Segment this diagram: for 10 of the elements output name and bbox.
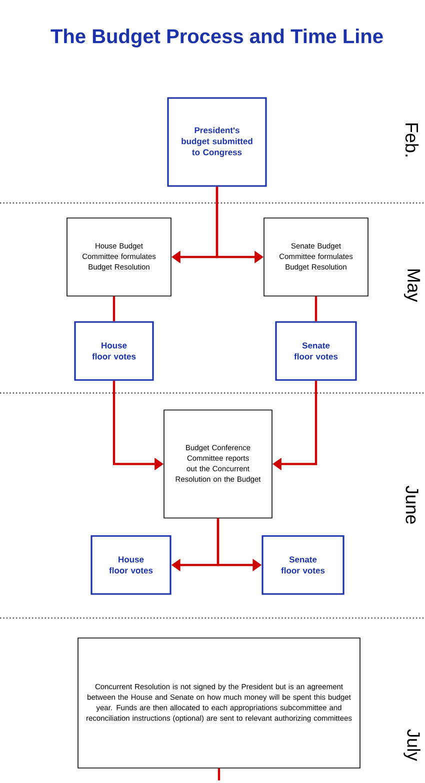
title: The Budget Process and Time Line	[50, 28, 383, 48]
vote-box: Senate floor votes	[275, 321, 357, 381]
vote-box: Senate floor votes	[262, 535, 344, 595]
vote-box: House floor votes	[90, 535, 172, 595]
month-label: May	[404, 269, 420, 302]
vote-box: House floor votes	[74, 321, 154, 381]
month-label: July	[404, 729, 420, 761]
process-box: President's budget submitted to Congress	[167, 97, 267, 187]
month-label: Feb.	[405, 123, 419, 156]
month-label: June	[406, 486, 418, 524]
